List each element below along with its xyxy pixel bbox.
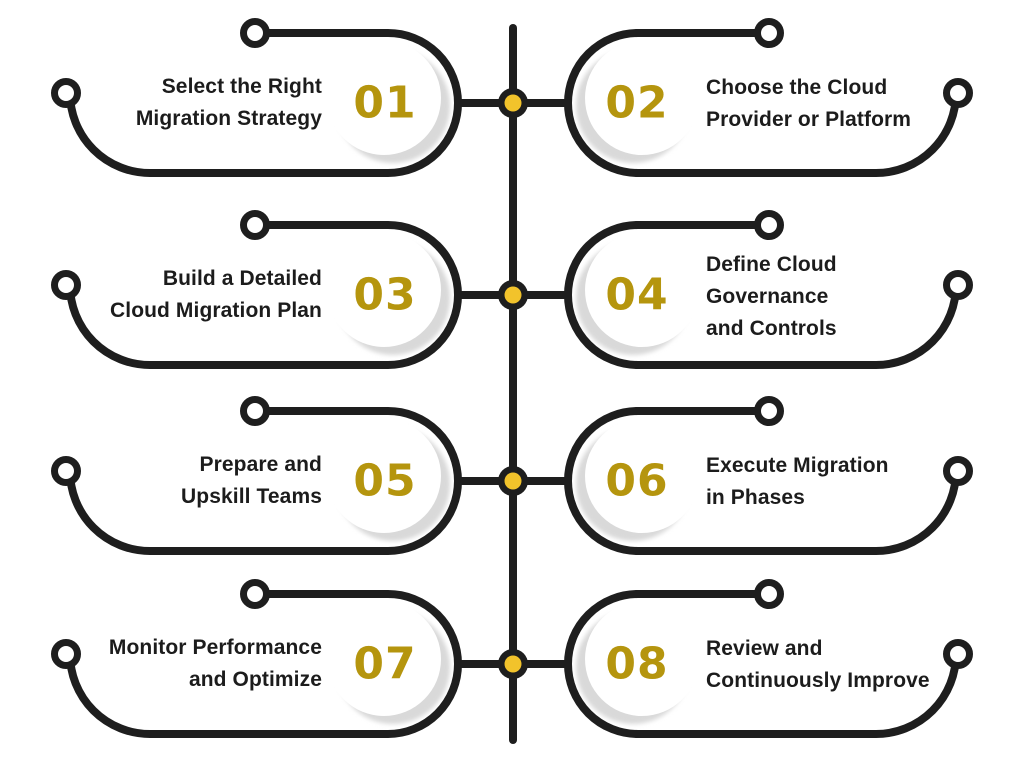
step-label-line: Governance	[706, 285, 829, 308]
crescent-highlight	[585, 41, 699, 155]
step-label-line: Define Cloud	[706, 253, 837, 276]
step-04-capsule	[564, 210, 973, 369]
crescent-highlight	[327, 602, 441, 716]
capsule-outline	[66, 407, 462, 555]
step-number: 04	[605, 269, 669, 321]
step-number: 01	[353, 77, 417, 129]
node-ring-icon	[51, 456, 81, 486]
capsule-outline	[66, 221, 462, 369]
crescent-highlight	[585, 419, 699, 533]
step-label: Execute Migration in Phases	[706, 450, 996, 514]
junction-dot	[498, 466, 528, 496]
junction-dot	[498, 88, 528, 118]
step-number: 02	[605, 77, 669, 129]
step-label-line: Execute Migration	[706, 454, 889, 477]
step-label-line: Upskill Teams	[181, 485, 322, 508]
node-ring-icon	[754, 210, 784, 240]
node-ring-icon	[51, 78, 81, 108]
node-ring-icon	[51, 639, 81, 669]
junction-dot-inner	[504, 472, 522, 490]
step-label-line: Choose the Cloud	[706, 76, 888, 99]
crescent-highlight	[327, 41, 441, 155]
step-label-line: Select the Right	[161, 75, 322, 98]
node-ring-icon	[943, 270, 973, 300]
step-07-capsule	[51, 579, 462, 738]
step-label: Choose the Cloud Provider or Platform	[706, 72, 996, 136]
step-label-line: Review and	[706, 637, 823, 660]
node-ring-icon	[943, 78, 973, 108]
capsule-outline	[66, 29, 462, 177]
step-label: Define Cloud Governance and Controls	[706, 249, 996, 345]
capsule-outline	[564, 29, 960, 177]
node-ring-icon	[754, 18, 784, 48]
node-ring-icon	[240, 579, 270, 609]
node-ring-icon	[240, 210, 270, 240]
step-label-line: in Phases	[706, 486, 805, 509]
step-number: 05	[353, 455, 417, 507]
step-label-line: and Optimize	[188, 668, 322, 691]
capsule-outline	[564, 407, 960, 555]
crescent-highlight	[585, 602, 699, 716]
step-05-capsule	[51, 396, 462, 555]
node-ring-icon	[240, 396, 270, 426]
node-ring-icon	[240, 18, 270, 48]
crescent-highlight	[327, 419, 441, 533]
step-number: 03	[353, 269, 417, 321]
step-number: 07	[353, 638, 417, 690]
step-08-capsule	[564, 579, 973, 738]
step-label: Build a Detailed Cloud Migration Plan	[70, 263, 322, 327]
step-label-line: Prepare and	[199, 453, 322, 476]
node-ring-icon	[943, 456, 973, 486]
step-03-capsule	[51, 210, 462, 369]
capsule-outline	[564, 590, 960, 738]
step-number: 06	[605, 455, 669, 507]
step-02-capsule	[564, 18, 973, 177]
step-number: 08	[605, 638, 669, 690]
crescent-highlight	[327, 233, 441, 347]
crescent-highlight	[585, 233, 699, 347]
step-label: Review and Continuously Improve	[706, 633, 996, 697]
junction-dot	[498, 280, 528, 310]
node-ring-icon	[754, 396, 784, 426]
step-label-line: Provider or Platform	[706, 108, 912, 131]
junction-dot-inner	[504, 94, 522, 112]
capsule-outline	[66, 590, 462, 738]
junction-dot-inner	[504, 655, 522, 673]
junction-dot-inner	[504, 286, 522, 304]
step-label: Monitor Performance and Optimize	[70, 632, 322, 696]
node-ring-icon	[754, 579, 784, 609]
node-ring-icon	[943, 639, 973, 669]
step-label-line: Migration Strategy	[135, 107, 322, 130]
capsule-outline	[564, 221, 960, 369]
node-ring-icon	[51, 270, 81, 300]
step-01-capsule	[51, 18, 462, 177]
junction-dot	[498, 649, 528, 679]
step-label-line: Monitor Performance	[108, 636, 322, 659]
step-label-line: Cloud Migration Plan	[110, 299, 322, 322]
step-label-line: Build a Detailed	[162, 267, 322, 290]
step-label: Select the Right Migration Strategy	[70, 71, 322, 135]
step-06-capsule	[564, 396, 973, 555]
step-label-line: and Controls	[706, 317, 837, 340]
step-label: Prepare and Upskill Teams	[70, 449, 322, 513]
step-label-line: Continuously Improve	[706, 669, 930, 692]
